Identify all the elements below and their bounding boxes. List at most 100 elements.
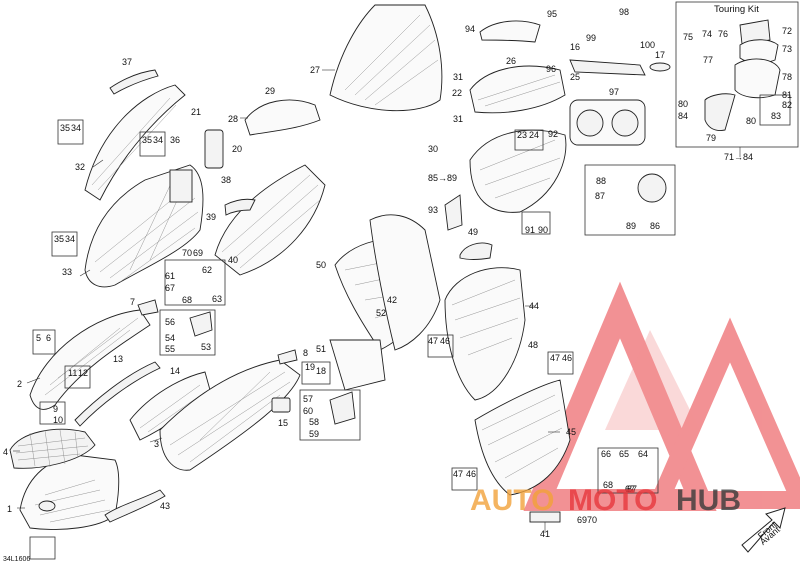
part-78-mirror-large [734,58,781,99]
box-18-19 [301,361,331,385]
callout-46a: 46 [440,336,450,346]
part-37-trim [109,69,159,95]
part-13-trim-strip [74,361,161,427]
callout-47c: 47 [453,469,463,479]
callout-35b: 35 [142,135,152,145]
callout-82: 82 [782,100,792,110]
callout-6: 6 [46,333,51,343]
callout-35a: 35 [60,123,70,133]
part-33-nose-cowl [84,164,204,288]
callout-7: 7 [130,297,135,307]
kit-range-85-89: 85→89 [428,173,457,183]
callout-46c: 46 [466,469,476,479]
callout-91: 91 [525,225,535,235]
callout-50: 50 [316,260,326,270]
callout-3: 3 [154,439,159,449]
callout-48: 48 [528,340,538,350]
callout-38: 38 [221,175,231,185]
callout-79: 79 [706,133,716,143]
part-4-grille [9,428,96,469]
part-16-upper-bracket [569,59,646,76]
callout-95: 95 [547,9,557,19]
touring-kit-title: Touring Kit [714,4,759,15]
callout-97: 97 [609,87,619,97]
box-11-12-b [29,536,56,560]
part-49-trim [459,242,493,260]
part-22-dash-cover [469,65,566,114]
callout-34a: 34 [71,123,81,133]
callout-57: 57 [303,394,313,404]
callout-8: 8 [303,348,308,358]
part-42-side-fairing-lower [369,214,441,351]
box-headlight-small [514,129,544,151]
box-lower-light [597,447,659,494]
part-57-bracket [329,391,356,425]
callout-40: 40 [228,255,238,265]
callout-31b: 31 [453,114,463,124]
callout-24: 24 [529,130,539,140]
callout-46b: 46 [562,353,572,363]
callout-67a: 67 [165,283,175,293]
part-7-clip [137,299,159,316]
callout-47a: 47 [428,336,438,346]
callout-44: 44 [529,301,539,311]
callout-96: 96 [546,64,556,74]
box-11-12-a [64,365,91,389]
part-32-upper-cowl [84,84,186,201]
part-72-mirror-top [739,19,771,45]
callout-83: 83 [771,111,781,121]
callout-87b: 87 [627,484,637,494]
callout-37: 37 [122,57,132,67]
callout-100: 100 [640,40,655,50]
watermark-word-moto: MOTO [568,484,657,517]
callout-60: 60 [303,406,313,416]
part-45-lower-fairing [474,379,571,496]
callout-84: 84 [678,111,688,121]
watermark-word-auto: AUTO [470,484,554,517]
part-94-cover [479,20,541,43]
part-15-block [271,397,291,413]
callout-74: 74 [702,29,712,39]
callout-73: 73 [782,44,792,54]
part-1-front-lower-panel [19,454,120,530]
callout-61: 61 [165,271,175,281]
callout-81: 81 [782,90,792,100]
callout-72: 72 [782,26,792,36]
part-43-hose [104,489,166,523]
box-47-46-b [547,351,574,375]
front-direction-arrow: Front Avant [741,507,786,553]
callout-20: 20 [232,144,242,154]
part-56-bracket [189,311,213,337]
callout-98: 98 [619,7,629,17]
part-2-left-side-panel [29,309,151,410]
callout-90: 90 [538,225,548,235]
watermark-word-hub: HUB [676,484,741,517]
callout-13: 13 [113,354,123,364]
callout-75: 75 [683,32,693,42]
callout-28: 28 [228,114,238,124]
box-47-46-a [427,334,454,358]
callout-94: 94 [465,24,475,34]
touring-kit-range: 71→84 [724,152,753,162]
callout-33: 33 [62,267,72,277]
callout-88: 88 [596,176,606,186]
callout-55: 55 [165,344,175,354]
watermark-logo [523,281,800,511]
box-35-34-a [57,119,84,145]
leader-lines [13,69,741,533]
callout-87a: 87 [595,191,605,201]
callout-43: 43 [160,501,170,511]
part-86-bulb-ring [637,173,667,203]
callout-93: 93 [428,205,438,215]
callout-80a: 80 [678,99,688,109]
callout-35c: 35 [54,234,64,244]
callout-54: 54 [165,333,175,343]
part-28-cowl-piece [244,99,321,136]
callout-62: 62 [202,265,212,275]
callout-26: 26 [506,56,516,66]
callout-42: 42 [387,295,397,305]
box-91-90 [521,211,551,235]
callout-17: 17 [655,50,665,60]
callout-66: 66 [601,449,611,459]
part-79-arm [704,93,736,131]
